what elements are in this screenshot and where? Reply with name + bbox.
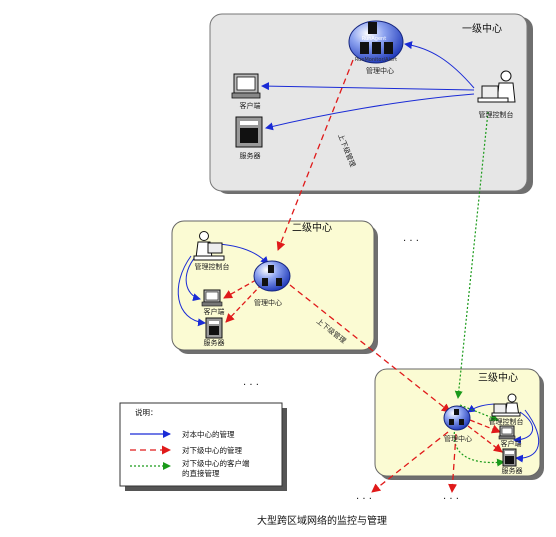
l3-mgmt-center-label: 管理中心: [444, 434, 472, 443]
zone-level1-title: 一级中心: [462, 22, 502, 35]
l3-server: 服务器: [502, 448, 523, 475]
l1-console: 管理控制台: [477, 70, 516, 119]
l2-console-label: 管理控制台: [195, 262, 230, 271]
l1-mgmt-center-label: 管理中心: [366, 66, 394, 75]
edge-l3-console-to-server: [515, 409, 540, 463]
server-tower-icon: [360, 42, 369, 54]
edges-level2: [177, 243, 451, 413]
l2-console: 管理控制台: [193, 231, 230, 271]
edges-level3: [371, 403, 540, 493]
zone-level2-title: 二级中心: [292, 221, 332, 234]
edge-l2-mgmt-to-server: [225, 283, 263, 323]
edge-l3-console-to-mgmt: [467, 403, 495, 413]
l1-console-label: 管理控制台: [479, 110, 514, 119]
server-tower-icon: [368, 22, 377, 34]
l2-mgmt-center-label: 管理中心: [254, 298, 282, 307]
l3-mgmt-center: 管理中心: [443, 405, 472, 443]
server-tag-top: RunAgent: [362, 36, 386, 42]
l2-mgmt-center: 管理中心: [253, 260, 291, 307]
desktop-computer-icon: [201, 289, 223, 307]
console-operator-icon: [193, 231, 225, 261]
l3-client-label: 客户端: [501, 439, 522, 448]
legend-item-label: 对下级中心的管理: [182, 445, 242, 455]
server-tower-icon: [459, 419, 464, 425]
l1-client-label: 客户端: [240, 101, 261, 110]
server-tower-icon: [449, 419, 454, 425]
edge-to-lower-a: [371, 431, 449, 493]
ellipsis-mark: · · ·: [356, 494, 372, 505]
legend: 说明： 对本中心的管理 对下级中心的管理 对下级中心的客户端 的直接管理: [119, 402, 287, 491]
l2-client: 客户端: [201, 289, 225, 316]
server-tower-icon: [268, 265, 274, 273]
ellipsis-mark: · · ·: [243, 380, 259, 391]
server-tower-icon: [205, 317, 223, 339]
server-tower-icon: [372, 42, 381, 54]
l1-mgmt-center: RunAgent RunMonitor/Alert 管理中心: [348, 20, 404, 75]
legend-heading: 说明：: [135, 407, 158, 417]
desktop-computer-icon: [498, 425, 516, 440]
l1-client: 客户端: [231, 73, 261, 110]
diagram-caption: 大型跨区域网络的监控与管理: [257, 514, 387, 527]
ellipsis-mark: · · ·: [403, 236, 419, 247]
edge-console-to-mgmt: [404, 41, 475, 89]
legend-item-label: 对本中心的管理: [182, 429, 235, 439]
l3-server-label: 服务器: [502, 466, 523, 475]
l2-server: 服务器: [204, 317, 225, 347]
server-tag-bottom: RunMonitor/Alert: [355, 57, 397, 63]
edge-console-to-client: [261, 82, 475, 91]
server-tower-icon: [235, 116, 263, 148]
server-tower-icon: [502, 448, 517, 467]
edge-level1-to-level2: [276, 59, 354, 251]
edges-level1: [261, 41, 489, 399]
l1-server-label: 服务器: [240, 151, 261, 160]
edge-console-to-server: [265, 93, 475, 131]
l1-server: 服务器: [235, 116, 263, 160]
zone-level1: [209, 13, 533, 194]
edge-l2-console-to-server: [177, 255, 206, 327]
console-operator-icon: [477, 70, 516, 103]
ellipsis-mark: · · ·: [443, 494, 459, 505]
l3-client: 客户端: [498, 425, 522, 448]
edge-l3-console-to-client: [513, 411, 533, 444]
legend-item-label: 对下级中心的客户端 的直接管理: [182, 458, 252, 478]
desktop-computer-icon: [231, 73, 261, 99]
edge-l2-mgmt-to-client: [223, 279, 257, 299]
l2-client-label: 客户端: [204, 307, 225, 316]
l3-console: 管理控制台: [489, 393, 524, 426]
edge-l3-direct-to-client: [459, 404, 499, 422]
edge-l3-mgmt-to-server: [467, 425, 503, 453]
server-tower-icon: [262, 278, 268, 286]
l2-server-label: 服务器: [204, 338, 225, 347]
edge-level2-to-level3: [289, 284, 451, 413]
console-operator-icon: [491, 393, 521, 417]
edge-l2-console-to-client: [185, 255, 201, 302]
server-tower-icon: [384, 42, 393, 54]
zone-level3-title: 三级中心: [478, 371, 518, 384]
edge-l3-mgmt-to-client: [469, 419, 501, 434]
l3-console-label: 管理控制台: [489, 417, 524, 426]
server-tower-icon: [276, 278, 282, 286]
server-tower-icon: [454, 409, 459, 415]
